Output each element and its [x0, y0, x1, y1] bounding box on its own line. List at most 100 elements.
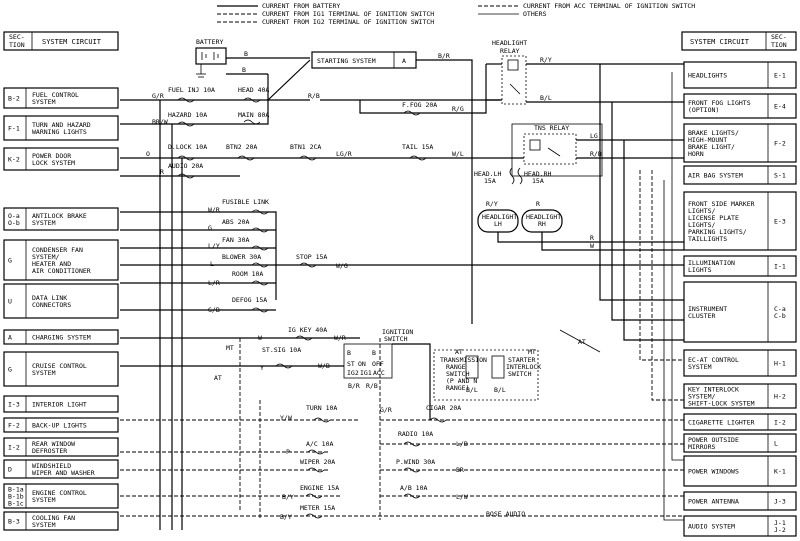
fuse-fan: FAN 30A [222, 236, 249, 244]
header-right: SYSTEM CIRCUIT SEC-TION [681, 31, 797, 51]
wire-label-g: G [208, 224, 212, 232]
left-system-section: B-2 [8, 95, 20, 103]
wire-label-r: R [160, 168, 164, 176]
wire-label-y: Y [260, 364, 264, 372]
header-left-section: SEC-TION [9, 33, 25, 49]
fuse-blower: BLOWER 30A [222, 253, 261, 261]
fuse-abs: ABS 20A [222, 218, 249, 226]
fuse-stop: STOP 15A [296, 253, 327, 261]
fuse-cigar: CIGAR 20A [426, 404, 461, 412]
wire-label-gr2: G/R [380, 406, 392, 414]
right-system-name: POWER WINDOWS [688, 468, 739, 476]
starting-system-label: STARTING SYSTEM [317, 57, 376, 65]
wire-label-mt: MT [226, 344, 234, 352]
fuse-main: MAIN 80A [238, 111, 269, 119]
right-system-name: CIGARETTE LIGHTER [688, 419, 755, 427]
left-system-name: CHARGING SYSTEM [32, 334, 91, 342]
right-system-section: E-1 [774, 72, 786, 80]
bose-audio-label: BOSE AUDIO [486, 510, 525, 518]
wire-label-at: AT [214, 374, 222, 382]
right-system-name: HEADLIGHTS [688, 72, 727, 80]
wire-label-l: L [210, 260, 214, 268]
wire-label-gr: G/R [152, 92, 164, 100]
right-system-section: E-3 [774, 218, 786, 226]
tns-relay: TNS RELAY [523, 124, 577, 165]
wire-label-r: R [536, 200, 540, 208]
left-system-section: G [8, 366, 12, 374]
wire-label-o: O [146, 150, 150, 158]
fuse-defog: DEFOG 15A [232, 296, 267, 304]
wire-label-gb: G/B [208, 306, 220, 314]
fuse-engine: ENGINE 15A [300, 484, 339, 492]
header-right-title: SYSTEM CIRCUIT [690, 38, 750, 46]
wire-label-at: AT [455, 348, 463, 356]
fuse-wiper: WIPER 20A [300, 458, 335, 466]
wire-label-wb: W/B [318, 362, 330, 370]
left-system-section: B-3 [8, 518, 20, 526]
right-system-name: FRONT FOG LIGHTS(OPTION) [688, 99, 751, 114]
fuse-ac: A/C 10A [306, 440, 333, 448]
wire-label-lr: L/R [208, 279, 220, 287]
ig-terminal-acc: ACC [373, 369, 385, 377]
wire-label-wr2: W/R [334, 334, 346, 342]
right-system-name: POWER ANTENNA [688, 498, 739, 506]
wire-label-lg: LG [590, 132, 598, 140]
legend-ig2: CURRENT FROM IG2 TERMINAL OF IGNITION SW… [262, 18, 434, 26]
ig-terminal-off: OFF [372, 360, 384, 368]
right-system-box: FRONT FOG LIGHTS(OPTION)E-4 [683, 93, 797, 119]
fuse-turn: TURN 10A [306, 404, 337, 412]
right-system-box: POWER ANTENNA J-3 [683, 491, 797, 511]
wire-label-lgr: LG/R [336, 150, 352, 158]
left-system-section: D [8, 466, 12, 474]
wire-label-b: B [242, 66, 246, 74]
left-system-section: F-2 [8, 422, 20, 430]
right-system-section: H-1 [774, 360, 786, 368]
wire-label-b: B [244, 50, 248, 58]
wire-label-yw: Y/W [280, 414, 292, 422]
fuse-p-wind: P.WIND 30A [396, 458, 435, 466]
header-left: SEC-TION SYSTEM CIRCUIT [3, 31, 119, 51]
fuse-f-fog: F.FOG 20A [402, 101, 437, 109]
wire-label-p: P [286, 448, 290, 456]
fuse-hazard: HAZARD 10A [168, 111, 207, 119]
wire-label-br2: B/R [348, 382, 360, 390]
right-system-section: F-2 [774, 140, 786, 148]
right-system-section: J-3 [774, 498, 786, 506]
left-system-name: INTERIOR LIGHT [32, 401, 87, 409]
left-system-section: I-2 [8, 444, 20, 452]
wire-label-w: W [258, 334, 262, 342]
ig-terminal-on: ON [358, 360, 366, 368]
